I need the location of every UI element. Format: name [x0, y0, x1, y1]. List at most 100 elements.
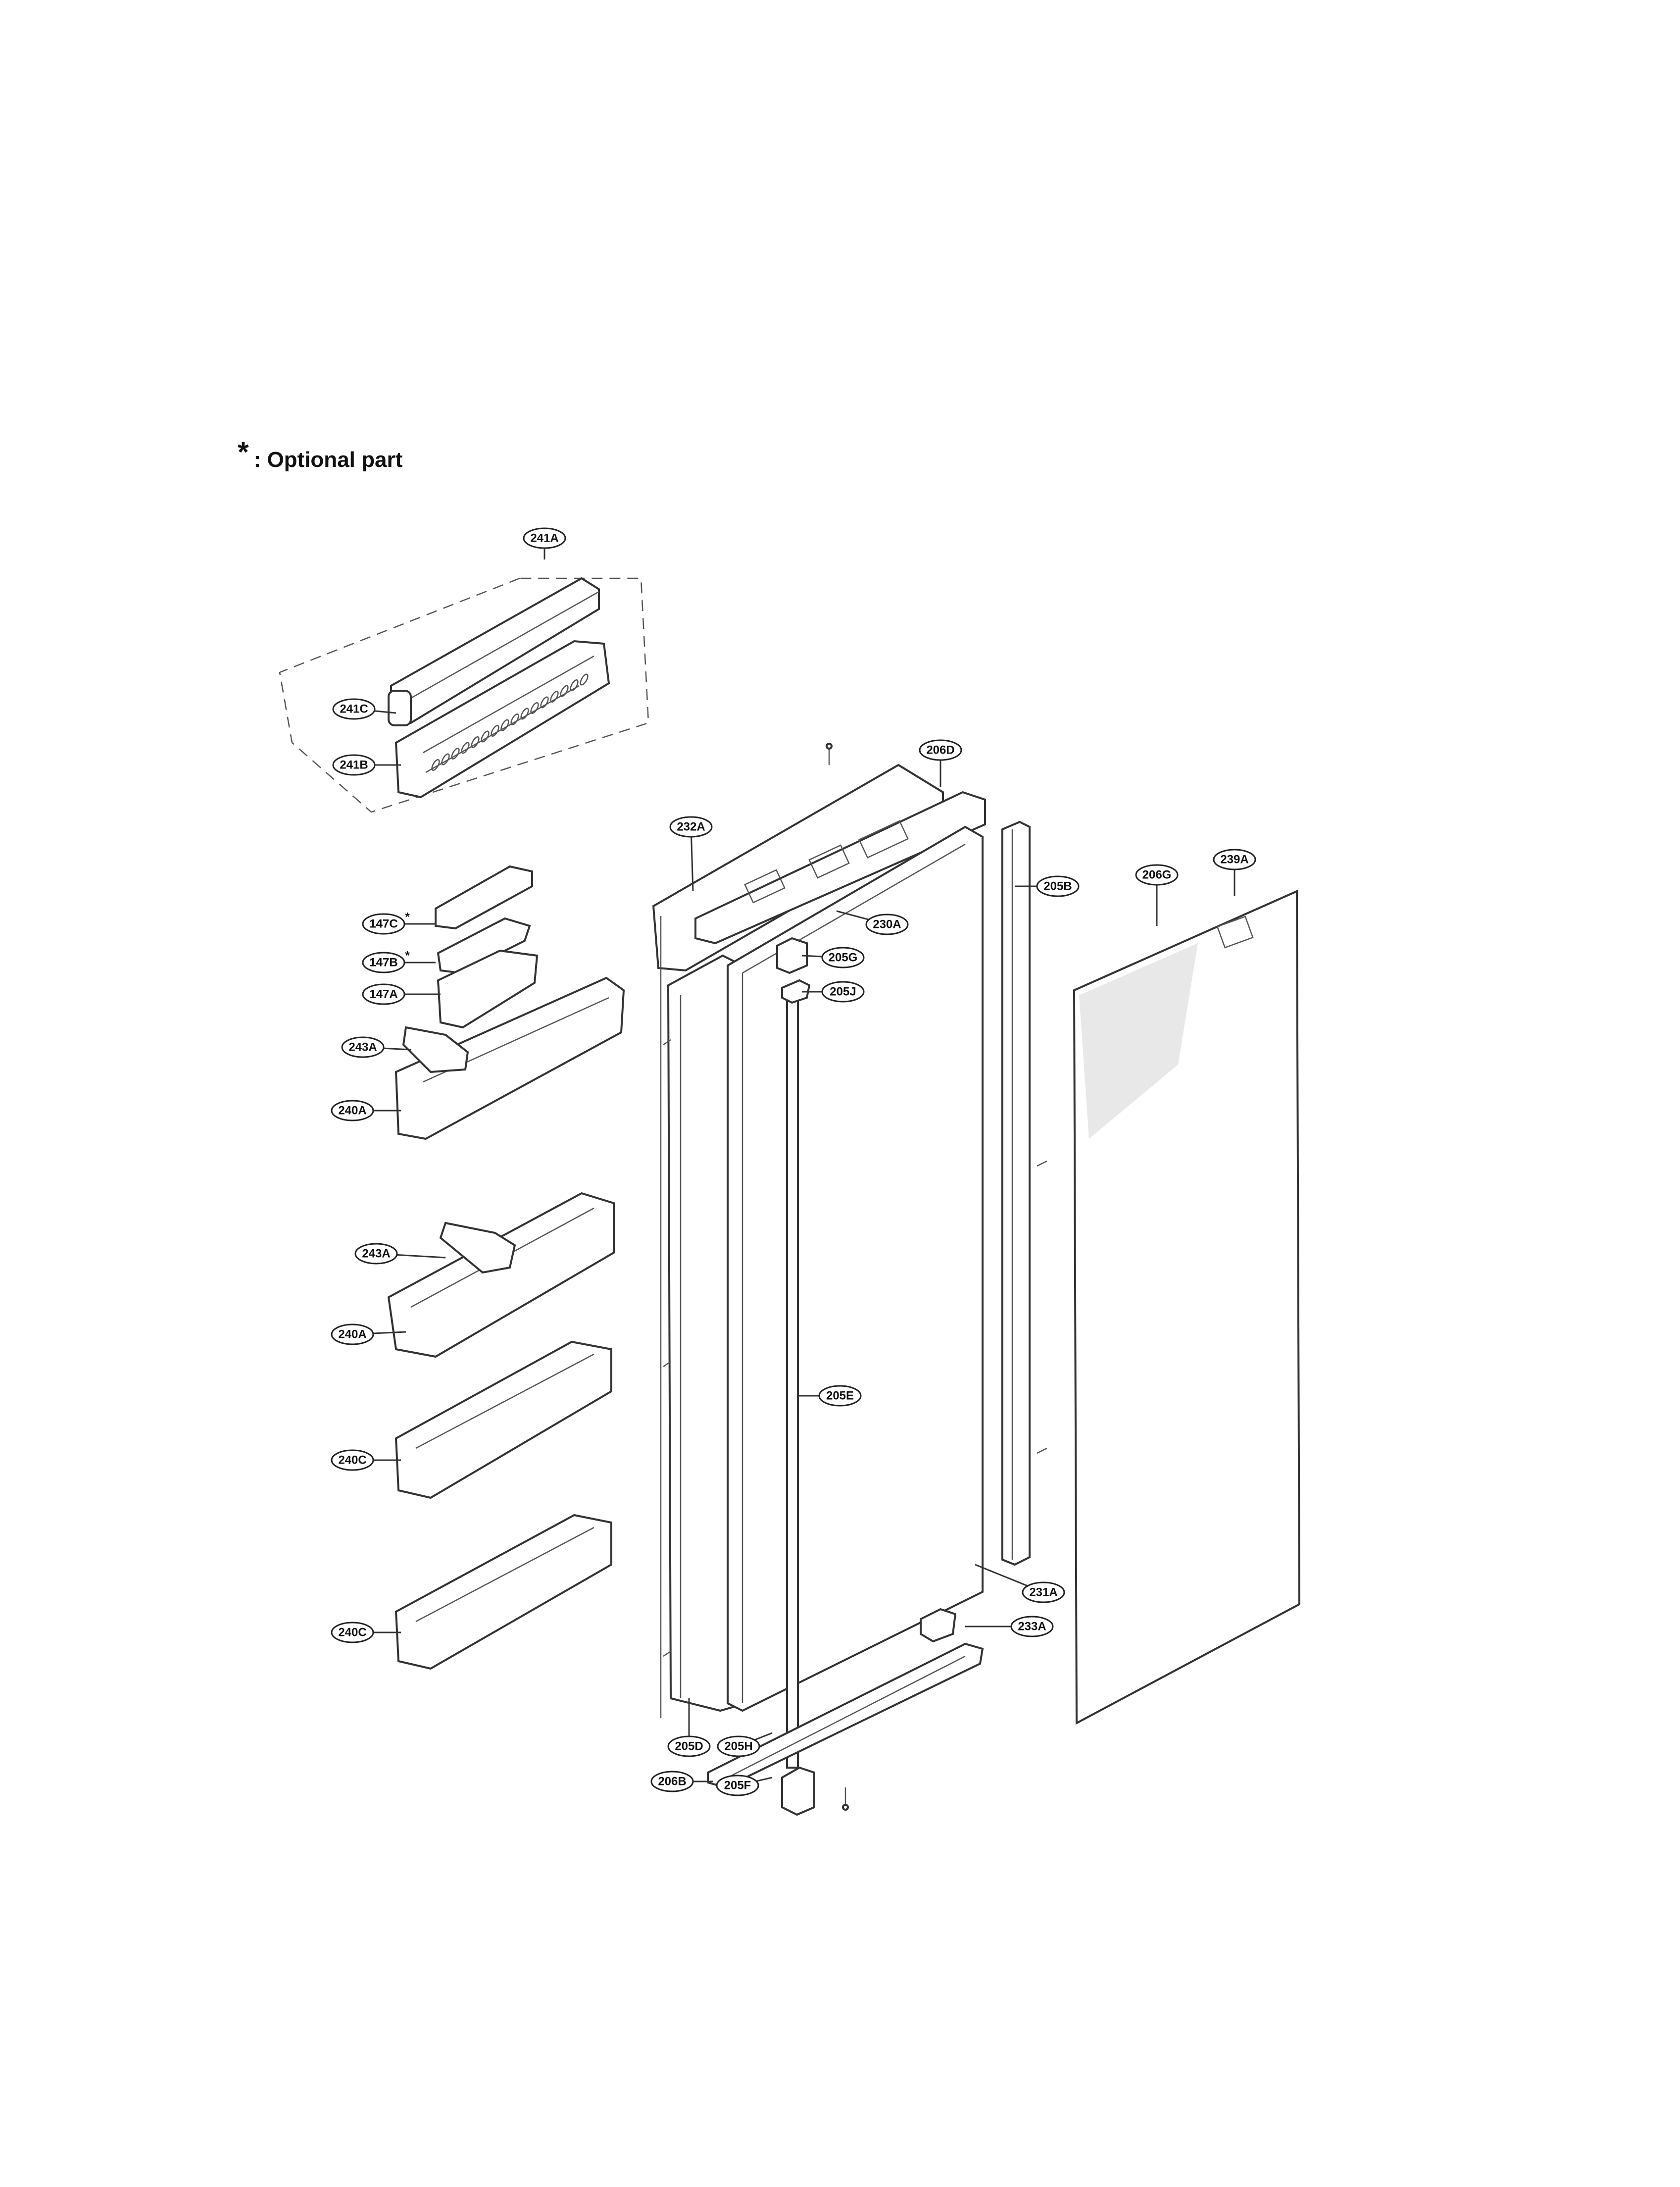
bin-slot	[530, 702, 539, 714]
bin-cover-241c	[388, 577, 600, 726]
label-bubble	[821, 947, 865, 968]
part-label-206d: 206D	[919, 739, 962, 787]
part-label-147a: 147A	[362, 983, 441, 1005]
part-number: 206D	[926, 744, 954, 757]
door-bottom-cap-206b	[707, 1642, 984, 1789]
bin-slot	[550, 691, 559, 703]
part-number: 230A	[873, 918, 901, 931]
part-number: 147C	[369, 917, 397, 931]
bin-slot	[451, 748, 460, 760]
part-label-231a: 231A	[975, 1564, 1065, 1603]
door-trim-205b	[1001, 820, 1031, 1566]
part-number: 205F	[724, 1779, 751, 1792]
optional-asterisk: *	[405, 949, 410, 963]
label-bubble	[1022, 1581, 1065, 1603]
part-label-240c: 240C	[331, 1449, 401, 1471]
bin-slot	[461, 742, 470, 754]
bin-slot	[580, 673, 589, 686]
part-label-205f: 205F	[716, 1775, 773, 1796]
label-bubble	[818, 1385, 862, 1407]
label-bubble	[1135, 864, 1179, 886]
label-bubble	[523, 527, 566, 549]
label-bubble	[1213, 849, 1256, 870]
bin-slot	[510, 713, 519, 725]
part-label-206b: 206B	[650, 1771, 713, 1792]
door-outer-panel-206g	[1073, 889, 1301, 1725]
label-bubble	[821, 981, 865, 1003]
bin-slot	[441, 753, 450, 765]
label-bubble	[650, 1771, 694, 1792]
egg-box-147a	[437, 949, 539, 1029]
door-bin-240a-lower	[387, 1192, 615, 1358]
part-label-205h: 205H	[717, 1732, 773, 1757]
part-number: 205B	[1043, 880, 1072, 893]
part-label-240c: 240C	[331, 1622, 401, 1643]
part-number: 205D	[675, 1740, 703, 1753]
part-label-232a: 232A	[669, 816, 713, 892]
part-label-205g: 205G	[801, 947, 865, 968]
bin-slot	[491, 725, 499, 737]
label-bubble	[362, 913, 405, 935]
part-number: 206B	[658, 1775, 686, 1788]
hinge-bracket-205j	[781, 979, 811, 1004]
part-number: 206G	[1142, 868, 1172, 882]
part-number: 240C	[338, 1454, 366, 1467]
label-bubble	[331, 1100, 374, 1121]
label-bubble	[331, 1323, 374, 1345]
label-bubble	[716, 1775, 759, 1796]
bin-slot	[481, 730, 490, 743]
part-label-240a: 240A	[331, 1100, 401, 1121]
bin-241b-slots	[431, 673, 589, 771]
label-bubble	[354, 1243, 398, 1265]
part-label-205e: 205E	[797, 1385, 862, 1407]
label-bubble	[667, 1735, 711, 1757]
bin-slot	[500, 719, 509, 731]
egg-tray-147b	[437, 917, 531, 974]
part-label-147b: 147B *	[362, 949, 436, 973]
part-label-240a: 240A	[331, 1323, 406, 1345]
label-bubble	[362, 983, 405, 1005]
part-number: 241A	[530, 532, 558, 545]
bottom-bracket-205f	[781, 1766, 815, 1816]
label-bubble	[669, 816, 713, 838]
lower-hinge-233a	[920, 1608, 957, 1643]
part-number: 239A	[1220, 853, 1248, 866]
part-label-241c: 241C	[332, 698, 396, 720]
part-label-205d: 205D	[667, 1698, 711, 1757]
asterisk-symbol: *	[238, 436, 249, 468]
egg-cover-147c	[435, 865, 533, 930]
label-bubble	[1010, 1616, 1054, 1637]
leader-line	[690, 826, 694, 892]
door-bin-240c-lower	[395, 1514, 612, 1670]
part-label-233a: 233A	[965, 1616, 1054, 1637]
label-bubble	[919, 739, 962, 761]
part-number: 147B	[369, 956, 397, 969]
part-number: 205J	[830, 985, 856, 999]
part-label-243a: 243A	[354, 1243, 446, 1265]
part-label-243a: 243A	[341, 1036, 411, 1058]
optional-asterisk: *	[405, 911, 410, 924]
part-label-241a: 241A	[523, 527, 566, 559]
part-number: 240A	[338, 1328, 366, 1341]
door-rod-205e	[786, 994, 799, 1769]
part-number: 147A	[369, 988, 397, 1001]
part-label-206g: 206G	[1135, 864, 1179, 926]
part-label-239a: 239A	[1213, 849, 1256, 896]
optional-part-note: *: Optional part	[238, 436, 402, 472]
part-number: 231A	[1029, 1586, 1057, 1599]
part-number: 243A	[348, 1041, 377, 1054]
label-bubble	[865, 914, 909, 935]
part-number: 241B	[340, 759, 368, 772]
part-label-147c: 147C *	[362, 911, 436, 935]
label-bubble	[332, 698, 376, 720]
part-label-205b: 205B	[1015, 875, 1080, 897]
bin-slot	[431, 759, 440, 771]
optional-part-text: : Optional part	[253, 448, 403, 472]
divider-243a-lower	[439, 1221, 516, 1274]
part-labels: 241A 241C 241B 147C * 147B * 147A 243A 240A 243A 24…	[331, 527, 1256, 1796]
part-number: 240C	[338, 1626, 366, 1639]
label-bubble	[331, 1622, 374, 1643]
part-number: 241C	[340, 703, 368, 716]
part-number: 205G	[829, 951, 858, 965]
